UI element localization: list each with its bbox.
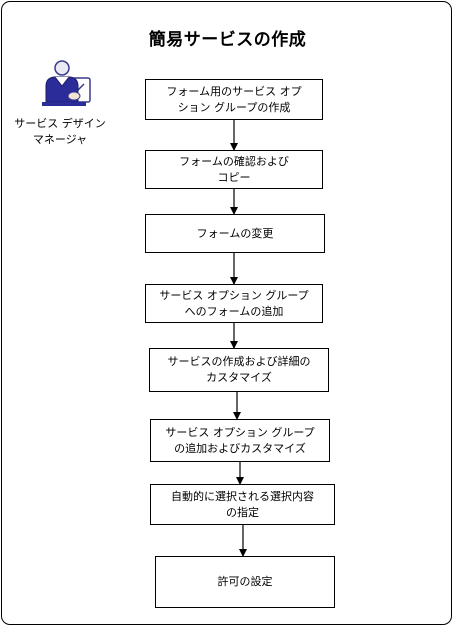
- step-5-label: サービスの作成および詳細の カスタマイズ: [167, 355, 311, 384]
- step-7-label: 自動的に選択される選択内容 の指定: [171, 489, 314, 519]
- step-3: フォームの変更: [145, 214, 325, 253]
- diagram-title: 簡易サービスの作成: [148, 30, 307, 50]
- step-3-label: フォームの変更: [196, 226, 274, 240]
- step-8-label: 許可の設定: [217, 575, 273, 588]
- step-1-label: フォーム用のサービス オプ ション グループの作成: [166, 84, 302, 114]
- step-6-label: サービス オプション グループ の追加およびカスタマイズ: [165, 425, 315, 455]
- service-designer-person-icon: [42, 60, 91, 106]
- role-label: サービス デザイン マネージャ: [14, 117, 106, 146]
- step-2-label: フォームの確認および コピー: [179, 154, 289, 184]
- step-1: フォーム用のサービス オプ ション グループの作成: [145, 79, 323, 120]
- step-2: フォームの確認および コピー: [145, 150, 323, 189]
- step-4-label: サービス オプション グループ へのフォームの追加: [159, 288, 309, 318]
- step-7: 自動的に選択される選択内容 の指定: [150, 484, 335, 525]
- step-5: サービスの作成および詳細の カスタマイズ: [149, 348, 329, 392]
- step-6: サービス オプション グループ の追加およびカスタマイズ: [150, 419, 330, 462]
- step-4: サービス オプション グループ へのフォームの追加: [145, 284, 323, 323]
- step-8: 許可の設定: [155, 556, 335, 608]
